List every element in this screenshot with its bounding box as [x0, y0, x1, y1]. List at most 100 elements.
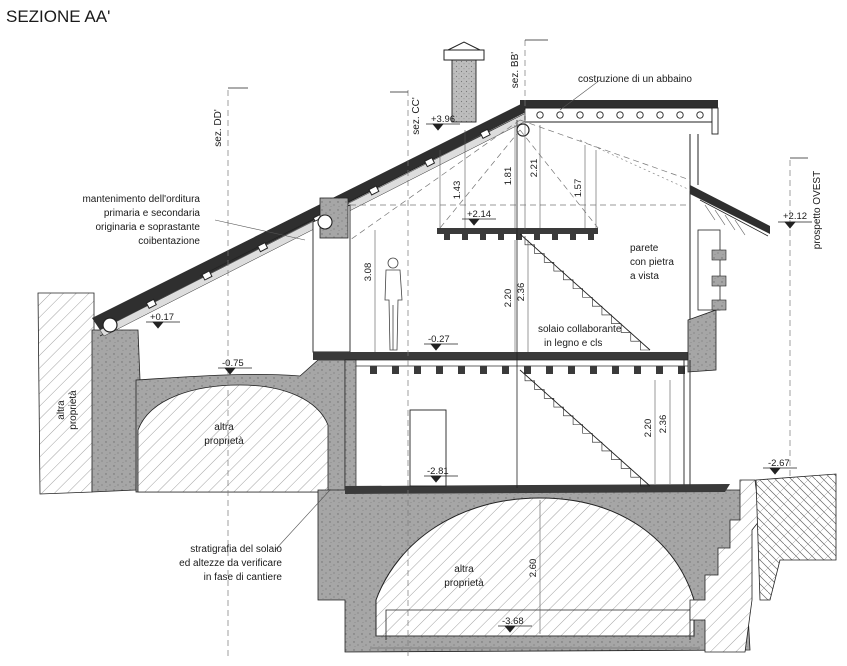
floor-joist	[414, 366, 421, 374]
stair-upper	[519, 233, 651, 351]
note-parete-2: con pietra	[630, 257, 674, 268]
right-terrain	[755, 473, 837, 601]
right-eave-detail	[704, 204, 746, 236]
dormer-joist	[656, 111, 664, 119]
roof-right-eave	[690, 185, 770, 234]
dormer-joist	[596, 111, 604, 119]
floor-joist	[480, 366, 487, 374]
floor-joist	[502, 366, 509, 374]
purlin-left	[317, 214, 333, 230]
chimney	[443, 41, 485, 123]
floor-joist	[634, 366, 641, 374]
dim-1-43: 1.43	[452, 181, 463, 200]
floor-joist	[436, 366, 443, 374]
label-altra-mid-2: proprietà	[204, 436, 244, 447]
floor-joist	[678, 366, 685, 374]
label-altra-mid-1: altra	[214, 422, 234, 433]
dormer-joist	[696, 111, 704, 119]
note-stratigrafia-2: ed altezze da verificare	[179, 558, 282, 569]
rafter	[479, 128, 491, 139]
floor-joist	[370, 366, 377, 374]
dormer-roof	[520, 100, 718, 108]
floor-joist	[612, 366, 619, 374]
ground-left-wall	[344, 359, 357, 489]
floor-joist	[524, 366, 531, 374]
eave-beam-left	[102, 317, 118, 333]
note-stratigrafia-1: stratigrafia del solaio	[190, 544, 282, 555]
label-altra-left-2: proprietà	[68, 390, 79, 430]
marker-sez-cc: sez. CC'	[411, 97, 422, 135]
dormer-joist	[676, 111, 684, 119]
mezzanine-slab	[437, 228, 598, 234]
level-floor1: -0.27	[428, 334, 450, 345]
mezz-joist	[498, 234, 504, 240]
mezz-joist	[588, 234, 594, 240]
label-altra-bottom-1: altra	[454, 564, 474, 575]
marker-sez-dd: sez. DD'	[213, 109, 224, 147]
human-figure	[384, 257, 403, 351]
mezz-joist	[534, 234, 540, 240]
floor-slab-1	[313, 352, 690, 360]
floor-joist	[656, 366, 663, 374]
roof-main	[92, 102, 530, 330]
mezz-joist	[462, 234, 468, 240]
rafter	[145, 298, 157, 310]
note-parete-3: a vista	[630, 271, 659, 282]
level-eave-left: +0.17	[150, 312, 174, 323]
note-orditura-3: originaria e soprastante	[95, 222, 200, 233]
rafter	[423, 156, 436, 168]
marker-prospetto: prospetto OVEST	[812, 171, 823, 249]
note-solaio-1: solaio collaborante	[538, 324, 622, 335]
dim-2-36-lower: 2.36	[658, 415, 669, 434]
stair-lower	[519, 369, 651, 487]
bottom-vault	[375, 497, 695, 637]
rafter	[368, 185, 380, 196]
note-abbaino: costruzione di un abbaino	[578, 74, 692, 85]
ground-slab	[345, 484, 730, 494]
label-altra-left-1: altra	[56, 400, 67, 420]
dim-2-60: 2.60	[528, 559, 539, 578]
right-ground-steps	[689, 479, 761, 653]
note-orditura-1: mantenimento dell'orditura	[82, 194, 200, 205]
floor-joist	[546, 366, 553, 374]
note-orditura-2: primaria e secondaria	[104, 208, 201, 219]
level-marker	[784, 221, 796, 229]
dim-2-21: 2.21	[529, 159, 540, 178]
drawing-title: SEZIONE AA'	[6, 7, 110, 26]
rafter	[257, 241, 269, 253]
left-neighbor-wall	[37, 292, 95, 495]
label-altra-bottom-2: proprietà	[444, 578, 484, 589]
mezz-joist	[516, 234, 522, 240]
dormer-joist	[636, 111, 644, 119]
level-ground-right: -2.67	[768, 458, 790, 469]
dim-2-20-upper: 2.20	[503, 289, 514, 308]
left-masonry-block	[91, 329, 141, 493]
mezz-joist	[480, 234, 486, 240]
middle-vault	[137, 384, 329, 493]
level-mezz: +2.14	[467, 209, 491, 220]
right-masonry-column	[687, 309, 717, 373]
level-terrace: -0.75	[222, 358, 244, 369]
rafter	[201, 270, 213, 281]
dim-1-57: 1.57	[573, 179, 584, 198]
level-eave-right: +2.12	[783, 211, 807, 222]
level-vault-base: -3.68	[502, 616, 524, 627]
dim-3-08: 3.08	[363, 263, 374, 282]
mezz-joist	[552, 234, 558, 240]
floor-joist	[590, 366, 597, 374]
marker-sez-bb: sez. BB'	[510, 52, 521, 88]
floor-joist	[458, 366, 465, 374]
level-floor0: -2.81	[427, 466, 449, 477]
dim-1-81: 1.81	[503, 167, 514, 186]
mezz-joist	[570, 234, 576, 240]
level-top: +3.96	[431, 114, 455, 125]
note-stratigrafia-3: in fase di cantiere	[204, 572, 283, 583]
dormer-joist	[616, 111, 624, 119]
dormer-joist	[556, 111, 564, 119]
floor-joist	[392, 366, 399, 374]
dim-2-36-upper: 2.36	[516, 283, 527, 302]
note-solaio-2: in legno e cls	[544, 338, 602, 349]
note-parete-1: parete	[630, 243, 659, 254]
mezz-joist	[444, 234, 450, 240]
